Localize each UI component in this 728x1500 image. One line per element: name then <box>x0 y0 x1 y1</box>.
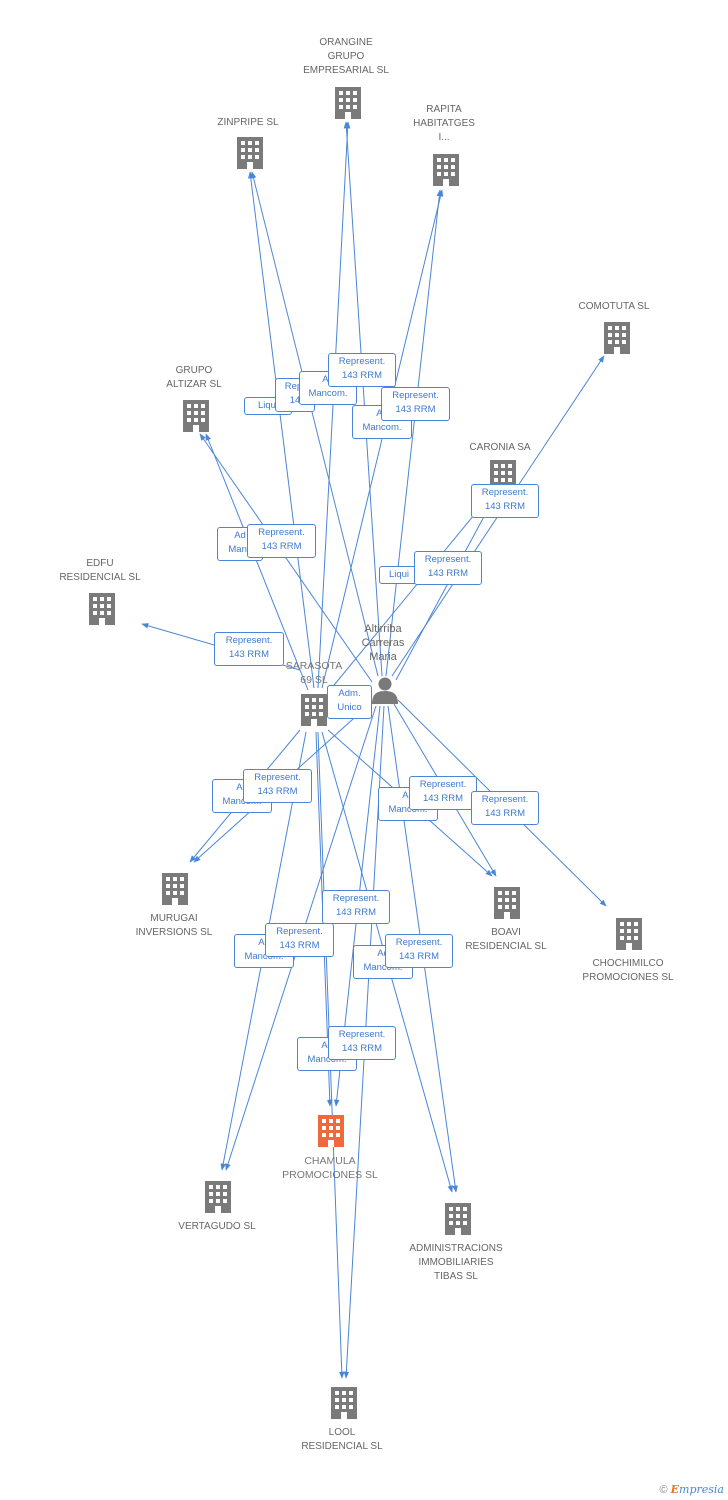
node-label-chamula: CHAMULA PROMOCIONES SL <box>282 1155 378 1181</box>
node-label-boavi: BOAVI RESIDENCIAL SL <box>465 927 547 952</box>
edges-sarasota <box>141 121 493 1379</box>
building-icon-vertagudo <box>205 1181 231 1213</box>
edge-label-represent-3[interactable]: Represent. 143 RRM <box>471 484 539 518</box>
building-icon-chochimilco <box>616 918 642 950</box>
node-label-zinpripe: ZINPRIPE SL <box>217 117 279 128</box>
edge-label-represent-12[interactable]: Represent. 143 RRM <box>385 934 453 968</box>
person-label: Altirriba Carreras Maria <box>361 623 405 663</box>
edge-label-represent-9[interactable]: Represent. 143 RRM <box>471 791 539 825</box>
building-icon-sarasota <box>301 694 327 726</box>
building-icon-edfu <box>89 593 115 625</box>
person-icon <box>372 677 398 704</box>
building-icon-zinpripe <box>237 137 263 169</box>
edge-label-represent-1[interactable]: Represent. 143 RRM <box>328 353 396 387</box>
edge-person-altizar <box>199 433 373 683</box>
node-label-tibas: ADMINISTRACIONS IMMOBILIARIES TIBAS SL <box>409 1243 503 1282</box>
node-label-vertagudo: VERTAGUDO SL <box>178 1221 256 1232</box>
footer-brand: © Empresia <box>660 1483 724 1496</box>
building-icon-murugai <box>162 873 188 905</box>
node-label-orangine: ORANGINE GRUPO EMPRESARIAL SL <box>303 37 389 76</box>
node-label-chochimilco: CHOCHIMILCO PROMOCIONES SL <box>582 958 674 983</box>
node-label-rapita: RAPITA HABITATGES I... <box>413 104 475 143</box>
edge-label-represent-10[interactable]: Represent. 143 RRM <box>322 890 390 924</box>
edge-label-liqui-2[interactable]: Liqui <box>379 566 419 584</box>
building-icon-altizar <box>183 400 209 432</box>
edge-label-represent-6[interactable]: Represent. 143 RRM <box>214 632 284 666</box>
brand-logo: Empresia <box>670 1483 724 1496</box>
building-icon-comotuta <box>604 322 630 354</box>
edge-sarasota-orangine <box>317 121 351 689</box>
edge-label-represent-4[interactable]: Represent. 143 RRM <box>247 524 316 558</box>
copyright-symbol: © <box>659 1483 668 1496</box>
edge-person-orangine <box>343 121 383 677</box>
edge-label-adm-unico[interactable]: Adm. Unico <box>327 685 372 719</box>
edge-sarasota-rapita <box>321 189 444 689</box>
edge-person-caronia <box>395 497 495 681</box>
node-label-murugai: MURUGAI INVERSIONS SL <box>135 913 213 938</box>
building-icon-tibas <box>445 1203 471 1235</box>
edge-label-represent-7[interactable]: Represent. 143 RRM <box>243 769 312 803</box>
edge-label-represent-13[interactable]: Represent. 143 RRM <box>328 1026 396 1060</box>
building-icon-orangine <box>335 87 361 119</box>
edge-label-represent-8[interactable]: Represent. 143 RRM <box>409 776 477 810</box>
edge-label-represent-11[interactable]: Represent. 143 RRM <box>265 923 334 957</box>
edge-label-represent-2[interactable]: Represent. 143 RRM <box>381 387 450 421</box>
edge-person-rapita <box>385 189 443 677</box>
node-label-edfu: EDFU RESIDENCIAL SL <box>59 558 141 583</box>
building-icon-chamula <box>318 1115 344 1147</box>
edge-sarasota-altizar <box>205 433 309 691</box>
node-label-altizar: GRUPO ALTIZAR SL <box>166 365 222 390</box>
edge-label-represent-5[interactable]: Represent. 143 RRM <box>414 551 482 585</box>
building-icon-rapita <box>433 154 459 186</box>
node-label-sarasota: SARASOTA 69 SL <box>285 660 343 686</box>
node-label-comotuta: COMOTUTA SL <box>578 301 650 312</box>
node-label-lool: LOOL RESIDENCIAL SL <box>301 1427 383 1452</box>
edge-person-zinpripe <box>250 171 379 677</box>
building-icon-boavi <box>494 887 520 919</box>
edge-sarasota-zinpripe <box>247 171 315 689</box>
edge-sarasota-caronia <box>329 497 489 691</box>
building-icon-lool <box>331 1387 357 1419</box>
node-label-caronia: CARONIA SA <box>469 442 531 453</box>
